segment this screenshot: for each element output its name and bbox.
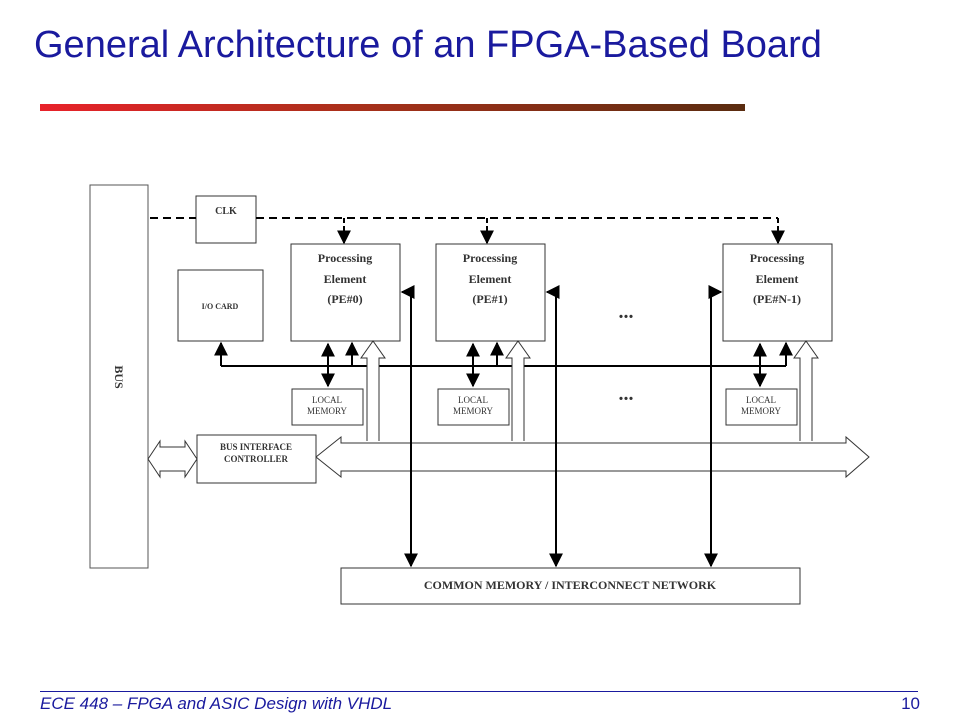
pe-1-line2: Element	[469, 272, 512, 286]
bus-interface-controller-line1: BUS INTERFACE	[220, 442, 292, 452]
pe-1-line3: (PE#1)	[472, 292, 507, 306]
pe-n-1-box	[722, 243, 833, 342]
pe-0-line1: Processing	[318, 251, 372, 265]
pe-n-1-bus-arrow	[793, 340, 819, 441]
pe-0-line3: (PE#0)	[327, 292, 362, 306]
common-memory-box	[340, 567, 801, 605]
local-memory-0: LOCAL MEMORY	[291, 388, 364, 426]
local-memory-n-1: LOCAL MEMORY	[725, 388, 798, 426]
clk-box	[195, 195, 257, 244]
pe-1: Processing Element (PE#1)	[435, 243, 546, 342]
local-memory-n-1-line1: LOCAL	[746, 395, 776, 405]
page-number: 10	[901, 694, 920, 713]
pe-0-box	[290, 243, 401, 342]
pe-0-line2: Element	[324, 272, 367, 286]
bus-interface-controller-line2: CONTROLLER	[224, 454, 289, 464]
bus-interface-controller-box	[196, 434, 317, 484]
clk-label: CLK	[215, 206, 237, 217]
slide-title: General Architecture of an FPGA-Based Bo…	[34, 24, 822, 66]
pe-n-1: Processing Element (PE#N-1)	[722, 243, 833, 342]
title-underline	[40, 104, 745, 111]
local-memory-0-line1: LOCAL	[312, 395, 342, 405]
local-memory-0-line2: MEMORY	[307, 406, 348, 416]
pe-1-line1: Processing	[463, 251, 517, 265]
io-card-label: I/O CARD	[202, 302, 239, 311]
bus-label: BUS	[112, 365, 126, 389]
io-card-box	[177, 269, 264, 342]
pe-n-1-common-link	[704, 285, 723, 568]
pe-0: Processing Element (PE#0)	[290, 243, 401, 342]
system-bus-arrow	[315, 435, 870, 479]
footer-course: ECE 448 – FPGA and ASIC Design with VHDL	[40, 694, 393, 713]
common-memory-label: COMMON MEMORY / INTERCONNECT NETWORK	[424, 578, 717, 592]
ellipsis-pe: ...	[619, 301, 634, 323]
bus-interface-arrow	[147, 439, 198, 479]
pe-1-box	[435, 243, 546, 342]
pe-n-1-line3: (PE#N-1)	[753, 292, 801, 306]
pe-n-1-line2: Element	[756, 272, 799, 286]
pe-0-common-link	[400, 285, 418, 568]
local-memory-1-line1: LOCAL	[458, 395, 488, 405]
local-memory-1: LOCAL MEMORY	[437, 388, 510, 426]
pe-1-common-link	[545, 285, 563, 568]
footer-divider	[40, 691, 918, 692]
pe-n-1-line1: Processing	[750, 251, 804, 265]
pe-1-bus-arrow	[505, 340, 531, 441]
ellipsis-memory: ...	[619, 383, 634, 405]
pe-0-bus-arrow	[360, 340, 386, 441]
bus-box	[89, 184, 149, 569]
local-memory-1-line2: MEMORY	[453, 406, 494, 416]
local-memory-n-1-line2: MEMORY	[741, 406, 782, 416]
